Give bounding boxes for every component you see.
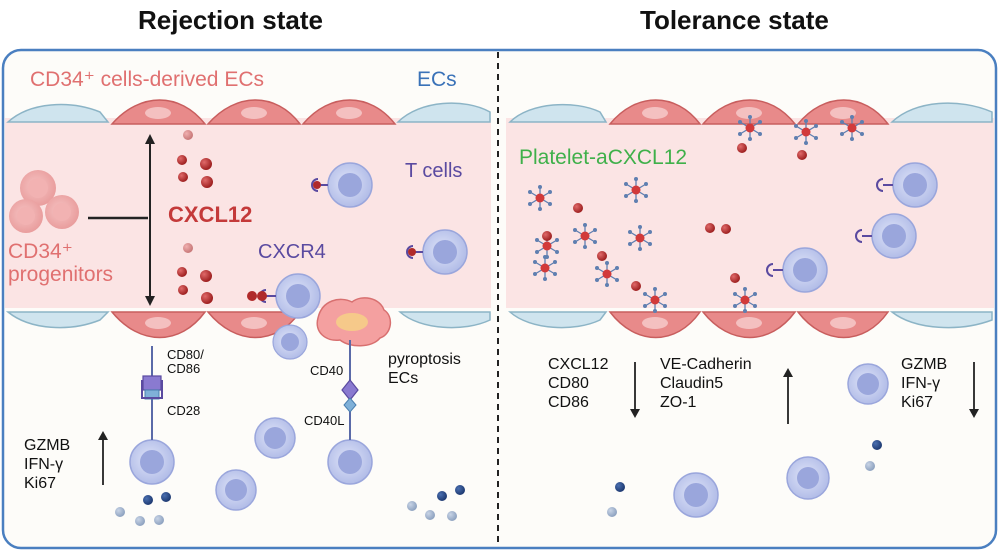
marker-gzmb-right: GZMB <box>901 356 948 373</box>
label-cd34-progenitors-line2: progenitors <box>8 263 114 287</box>
left-top-endothelium <box>6 99 491 125</box>
label-pyroptosis-ecs: pyroptosis ECs <box>388 350 461 388</box>
markers-right-cxcl12: CXCL12 CD80 CD86 <box>548 355 608 413</box>
left-up-arrow-head <box>98 431 108 440</box>
label-cd34-progenitors-line1: CD34⁺ <box>8 240 73 263</box>
cd80-cd28-interaction <box>141 346 163 440</box>
cxcl12-down-arrow-head <box>630 409 640 418</box>
t-cells-tissue-right <box>673 363 889 518</box>
t-cells-lumen-right <box>766 162 938 293</box>
marker-zo1: ZO-1 <box>660 394 697 412</box>
cytokine-dots-right <box>607 440 882 517</box>
cytokine-dots-left <box>115 485 465 526</box>
marker-ifng-left: IFN-γ <box>24 456 64 474</box>
marker-ki67-left: Ki67 <box>24 475 57 493</box>
marker-claudin5: Claudin5 <box>660 375 724 393</box>
markers-left: GZMB IFN-γ Ki67 <box>24 436 70 494</box>
marker-ifng-right: IFN-γ <box>901 375 941 393</box>
right-top-endothelium <box>508 99 993 125</box>
cd40-cd40l-interaction <box>341 340 359 440</box>
vessel-lumen-left <box>5 118 491 308</box>
title-rejection-state: Rejection state <box>138 5 323 35</box>
label-cd80: CD80/ <box>167 347 204 362</box>
label-cxcr4: CXCR4 <box>258 241 326 263</box>
cd34-progenitor-cells <box>9 170 79 233</box>
cxcl12-dots-left <box>177 130 213 304</box>
marker-ve-cadherin: VE-Cadherin <box>660 356 752 373</box>
title-tolerance-state: Tolerance state <box>640 5 829 35</box>
marker-cxcl12: CXCL12 <box>548 356 609 373</box>
gradient-arrow-up-head <box>145 134 155 144</box>
vessel-lumen-right <box>506 118 994 308</box>
label-t-cells: T cells <box>405 160 463 182</box>
t-cells-lumen-left <box>247 162 468 319</box>
marker-gzmb-left: GZMB <box>24 437 71 454</box>
label-cd34-derived-ecs: CD34⁺ cells-derived ECs <box>30 68 264 91</box>
pyroptosis-ec-core <box>336 313 368 331</box>
t-cells-tissue-left <box>129 324 373 511</box>
label-cd80-cd86: CD80/ CD86 <box>167 347 204 377</box>
junction-up-arrow-head <box>783 368 793 377</box>
label-cxcl12: CXCL12 <box>168 202 253 227</box>
right-down-arrow-head <box>969 409 979 418</box>
label-pyroptosis-ecs-line: ECs <box>388 370 419 388</box>
gradient-arrow-down-head <box>145 296 155 306</box>
label-cd40: CD40 <box>310 363 344 378</box>
label-pyroptosis: pyroptosis <box>388 351 461 368</box>
label-cd86: CD86 <box>167 361 201 377</box>
label-cd34-progenitors: CD34⁺ progenitors <box>8 240 113 286</box>
cxcl12-dots-right <box>542 143 807 291</box>
label-ecs: ECs <box>417 68 457 91</box>
markers-junction: VE-Cadherin Claudin5 ZO-1 <box>660 355 752 413</box>
label-cd28: CD28 <box>167 403 201 418</box>
markers-right: GZMB IFN-γ Ki67 <box>901 355 947 413</box>
marker-ki67-right: Ki67 <box>901 394 934 412</box>
marker-cd86: CD86 <box>548 394 589 412</box>
right-bottom-endothelium <box>508 311 993 339</box>
label-platelet-acxcl12: Platelet-aCXCL12 <box>519 146 688 169</box>
marker-cd80: CD80 <box>548 375 589 393</box>
label-cd40l: CD40L <box>304 413 345 428</box>
